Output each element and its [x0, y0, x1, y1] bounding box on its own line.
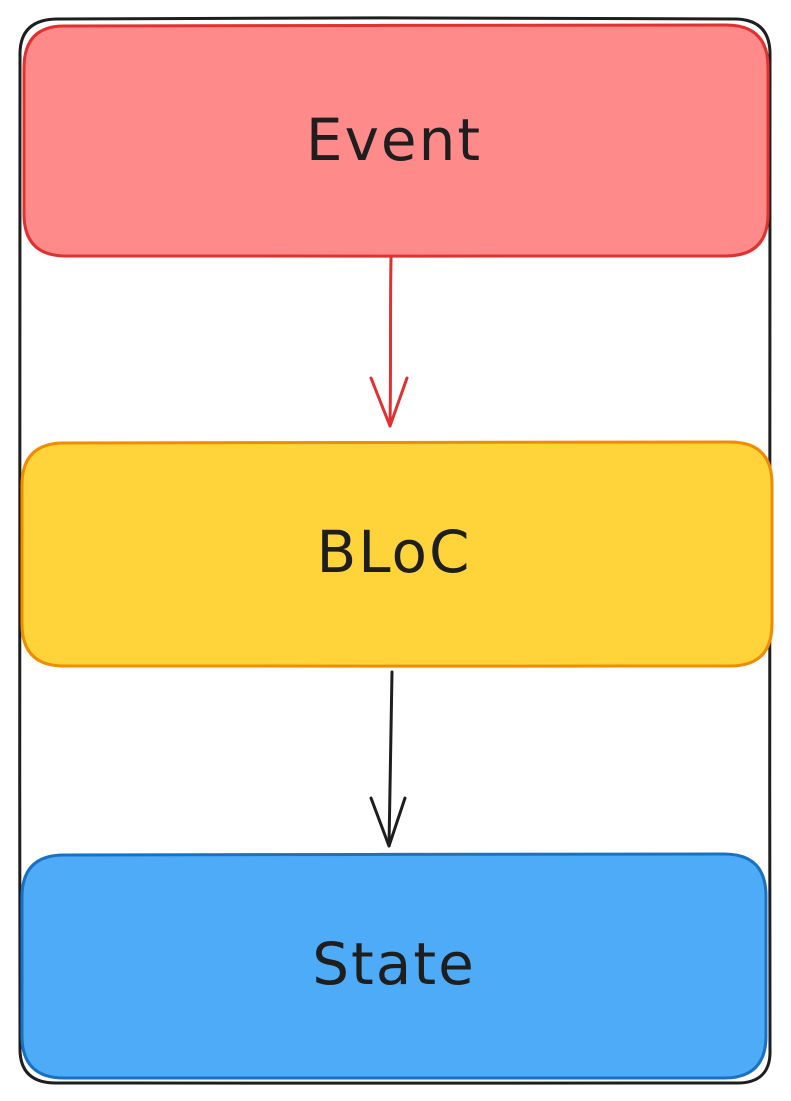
arrow-shaft: [388, 256, 393, 428]
event-label: Event: [306, 106, 482, 174]
arrow-head: [369, 796, 407, 848]
arrow-head: [369, 376, 409, 428]
event-to-bloc-arrow: [369, 256, 409, 428]
event-box: [22, 23, 770, 258]
state-node: State: [20, 852, 768, 1080]
bloc-box: [20, 440, 774, 668]
bloc-node: BLoC: [20, 440, 774, 668]
bloc-label: BLoC: [316, 518, 471, 586]
outer-frame: [18, 16, 772, 1085]
bloc-to-state-arrow: [369, 670, 407, 848]
state-label: State: [312, 930, 476, 998]
arrow-shaft: [387, 670, 394, 848]
event-node: Event: [22, 23, 770, 258]
state-box: [20, 852, 768, 1080]
